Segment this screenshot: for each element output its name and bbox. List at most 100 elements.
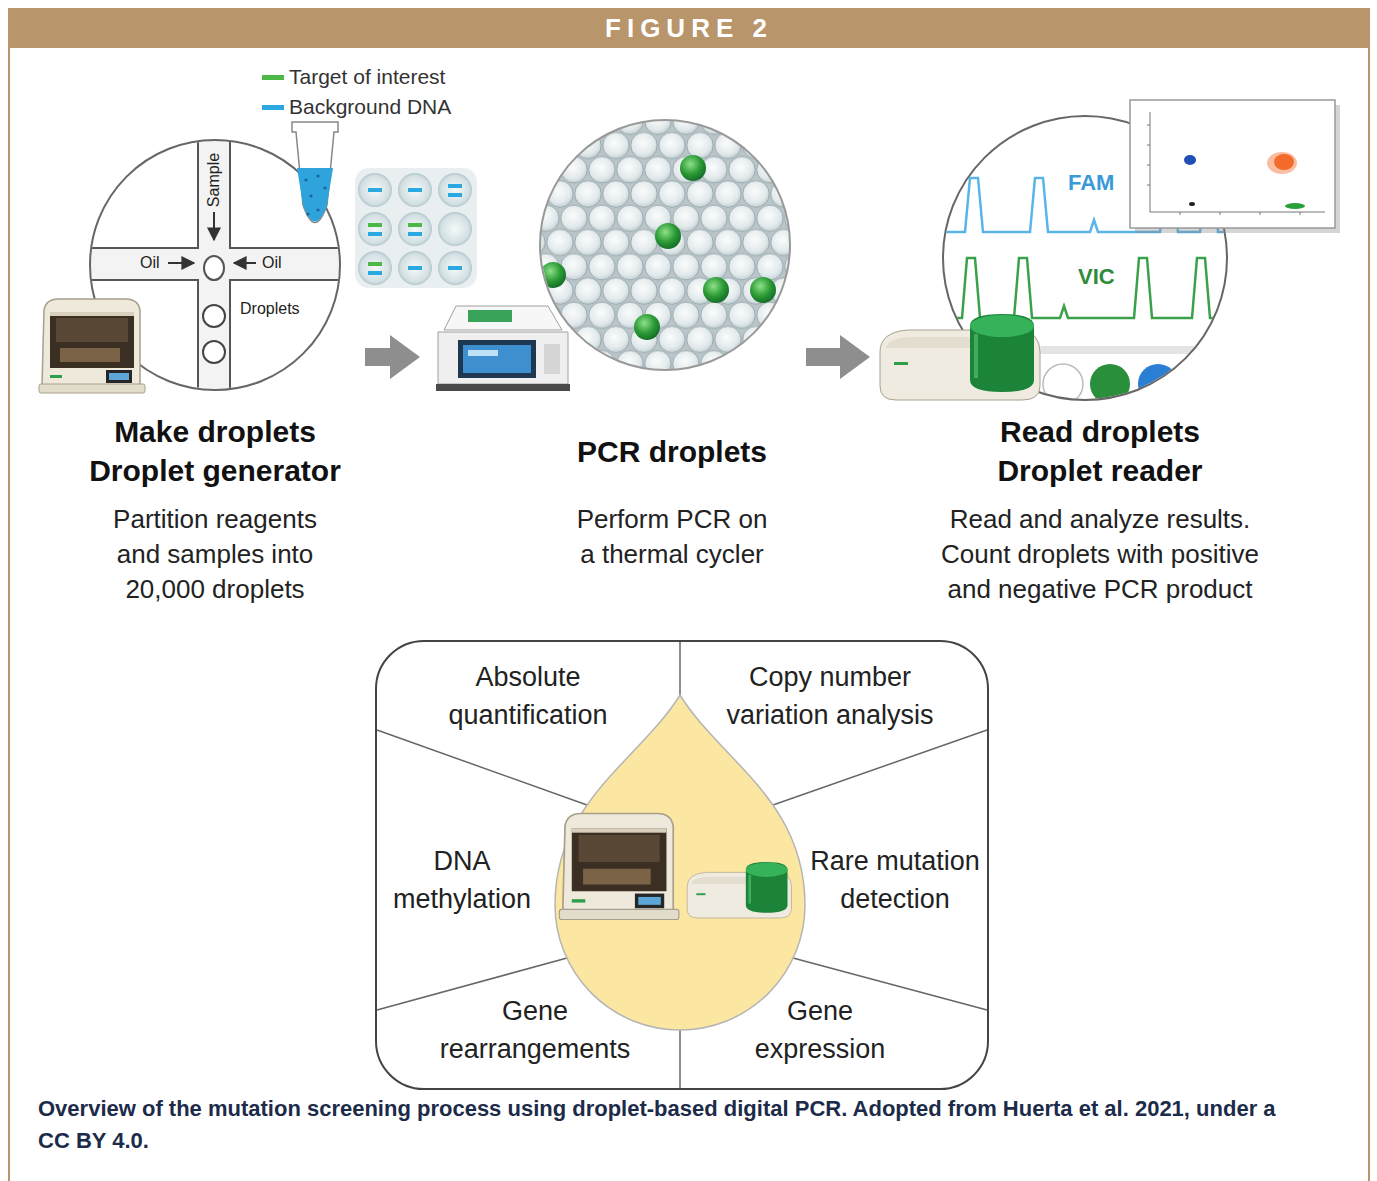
text-slot: PCR droplets xyxy=(542,432,802,471)
figure-frame-part xyxy=(8,48,10,1181)
droplet-grid-part xyxy=(368,232,382,236)
thermal-cycler xyxy=(436,306,570,391)
channel-label: Oil xyxy=(140,254,160,271)
header-bar-part xyxy=(8,8,1370,48)
droplet-grid-part xyxy=(398,173,432,207)
droplet-grid-part xyxy=(368,188,382,192)
applications-panel-part xyxy=(376,641,988,1089)
droplet-grid-part xyxy=(368,271,382,275)
thermal-cycler-part xyxy=(436,306,570,391)
ddpcr-instruments-part xyxy=(687,862,791,918)
microfluidic-channel-part xyxy=(203,305,225,327)
scatter-plot-part xyxy=(1130,100,1335,228)
droplet-grid-part xyxy=(448,184,462,188)
scatter-plot-part xyxy=(1285,203,1305,209)
scatter-plot-part xyxy=(1147,145,1150,146)
step-description: Partition reagents and samples into 20,0… xyxy=(98,502,333,607)
step-description: Read and analyze results. Count droplets… xyxy=(924,502,1276,607)
scatter-plot-part xyxy=(1147,185,1150,186)
applications-panel xyxy=(376,641,988,1089)
droplet-grid-part xyxy=(408,188,422,192)
step-heading: Make droplets Droplet generator xyxy=(75,412,355,490)
droplet-grid-part xyxy=(358,212,392,246)
scatter-plot-part xyxy=(1180,212,1181,215)
text-slot: Perform PCR on a thermal cycler xyxy=(572,502,772,572)
channel-label: Oil xyxy=(262,254,282,271)
ddpcr-instruments-part xyxy=(559,814,678,920)
microfluidic-channel-part xyxy=(213,212,215,240)
pcr-droplet-inset-part-part xyxy=(703,277,729,303)
legend-row: Background DNA xyxy=(262,94,451,120)
droplet-generator-machine xyxy=(39,299,145,393)
microfluidic-channel-part xyxy=(204,256,224,280)
legend-swatch xyxy=(262,105,284,110)
figure-frame xyxy=(9,48,1369,1181)
legend-row: Target of interest xyxy=(262,64,445,90)
scatter-plot-part xyxy=(1267,152,1297,174)
text-slot: Read and analyze results. Count droplets… xyxy=(924,502,1276,607)
sector-label: Copy number variation analysis xyxy=(715,658,945,734)
flow-arrow xyxy=(365,335,420,379)
step-heading: Read droplets Droplet reader xyxy=(969,412,1231,490)
scatter-plot xyxy=(1130,100,1340,233)
process-step: Make droplets Droplet generatorPartition… xyxy=(20,140,365,611)
droplet-grid-part xyxy=(448,193,462,197)
signal-trace-part xyxy=(940,258,1235,318)
droplet-shape-part xyxy=(555,695,805,1030)
label-slot: Oil xyxy=(262,254,282,272)
sector-label: Gene expression xyxy=(740,992,900,1068)
scatter-plot-part xyxy=(1300,212,1301,215)
droplet-grid-part xyxy=(448,266,462,270)
legend-text: Background DNA xyxy=(289,95,451,119)
sector-divider-part xyxy=(377,730,587,805)
label-slot: Oil xyxy=(140,254,160,272)
droplet-grid-part xyxy=(438,212,472,246)
sector-divider xyxy=(377,642,987,1088)
droplet-grid-part xyxy=(358,173,392,207)
pcr-droplet-inset-part-part xyxy=(750,277,776,303)
droplet-shape xyxy=(555,695,805,1030)
label-slot: Sample xyxy=(205,153,223,207)
sector-label: DNA methylation xyxy=(382,842,542,918)
legend-text: Target of interest xyxy=(289,65,445,89)
scatter-plot-part xyxy=(1260,212,1261,215)
scatter-plot-part xyxy=(1150,112,1151,212)
text-slot: Partition reagents and samples into 20,0… xyxy=(98,502,333,607)
scatter-plot-part xyxy=(1274,154,1294,170)
droplet-reader-machine xyxy=(880,314,1040,400)
droplet-reader-machine-part xyxy=(880,314,1040,400)
microfluidic-channel-part xyxy=(168,262,194,264)
channel-name: FAM xyxy=(1068,170,1114,195)
legend-swatch xyxy=(262,75,284,80)
sample-tube-part xyxy=(304,178,307,181)
sample-tube-part xyxy=(309,194,312,197)
droplet-grid-part xyxy=(358,251,392,285)
droplet-grid-part xyxy=(408,266,422,270)
figure-frame-part xyxy=(1368,48,1370,1181)
pcr-droplet-inset-part-part xyxy=(634,314,660,340)
sector-label: Rare mutation detection xyxy=(803,842,987,918)
application-sector: Absolute quantification xyxy=(428,658,628,734)
droplet-grid-part xyxy=(398,251,432,285)
droplet-grid-part xyxy=(408,232,422,236)
channel-label: Sample xyxy=(205,153,222,207)
process-step: PCR dropletsPerform PCR on a thermal cyc… xyxy=(420,110,806,610)
title-slot: FIGURE 2 xyxy=(8,8,1370,48)
microfluidic-channel-part xyxy=(203,341,225,363)
sector-divider-part xyxy=(773,730,987,805)
droplet-grid-part xyxy=(368,262,382,266)
label-slot: Droplets xyxy=(240,300,300,318)
droplet-grid-part xyxy=(355,168,477,288)
sample-tube-part xyxy=(316,208,319,211)
header-bar xyxy=(8,8,1370,48)
sector-label: Gene rearrangements xyxy=(424,992,646,1068)
step-description: Perform PCR on a thermal cycler xyxy=(572,502,772,572)
sample-tube xyxy=(292,122,338,223)
figure-caption: Overview of the mutation screening proce… xyxy=(38,1093,1278,1157)
pcr-droplet-inset-part xyxy=(540,120,790,370)
channel-name: VIC xyxy=(1078,264,1115,289)
droplet-grid-part xyxy=(438,251,472,285)
droplet-grid-part xyxy=(408,223,422,227)
sector-divider-part xyxy=(679,1028,681,1088)
